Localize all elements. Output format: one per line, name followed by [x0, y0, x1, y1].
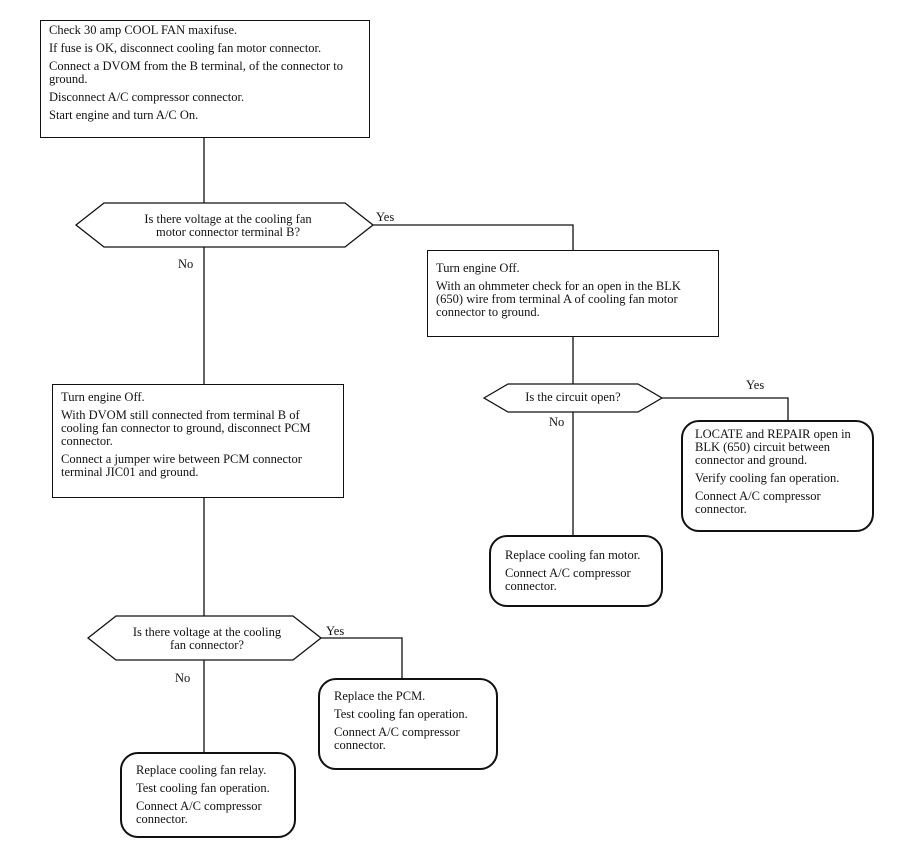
replace-pcm-terminal: Replace the PCM. Test cooling fan operat…: [318, 678, 498, 770]
replace-pcm-line-1: Replace the PCM.: [334, 689, 426, 703]
replace-pcm-line-2: Test cooling fan operation.: [334, 707, 468, 721]
pcm-jumper-line-2: With DVOM still connected from terminal …: [61, 408, 311, 448]
d2-no-label: No: [549, 415, 565, 429]
pcm-jumper-line-3: Connect a jumper wire between PCM connec…: [61, 452, 302, 479]
start-line-3: Connect a DVOM from the B terminal, of t…: [49, 59, 344, 86]
connector-d3-yes: [321, 637, 403, 678]
decision-2-text: Is the circuit open?: [525, 390, 621, 404]
start-line-2: If fuse is OK, disconnect cooling fan mo…: [49, 41, 322, 55]
connector-d2-yes: [662, 397, 789, 420]
replace-pcm-line-3: Connect A/C compressor connector.: [334, 725, 460, 752]
replace-relay-line-1: Replace cooling fan relay.: [136, 763, 267, 777]
check-ground-line-1: Turn engine Off.: [436, 261, 520, 275]
repair-open-line-1: LOCATE and REPAIR open in BLK (650) circ…: [695, 427, 851, 467]
repair-open-line-3: Connect A/C compressor connector.: [695, 489, 821, 516]
d2-yes-label: Yes: [746, 378, 765, 392]
d1-no-label: No: [178, 257, 194, 271]
replace-motor-terminal: Replace cooling fan motor. Connect A/C c…: [489, 535, 663, 607]
replace-motor-line-1: Replace cooling fan motor.: [505, 548, 641, 562]
d3-yes-label: Yes: [326, 624, 345, 638]
repair-open-line-2: Verify cooling fan operation.: [695, 471, 840, 485]
start-check-box: Check 30 amp COOL FAN maxifuse. If fuse …: [40, 20, 370, 138]
d1-yes-label: Yes: [376, 210, 395, 224]
d3-no-label: No: [175, 671, 191, 685]
check-ground-box: Turn engine Off. With an ohmmeter check …: [427, 250, 719, 337]
replace-relay-line-2: Test cooling fan operation.: [136, 781, 270, 795]
decision-3-text: Is there voltage at the cooling fan conn…: [132, 625, 282, 652]
connector-d1-yes: [373, 224, 574, 250]
start-line-1: Check 30 amp COOL FAN maxifuse.: [49, 23, 238, 37]
check-ground-line-2: With an ohmmeter check for an open in th…: [436, 279, 681, 319]
pcm-jumper-line-1: Turn engine Off.: [61, 390, 145, 404]
decision-1-text: Is there voltage at the cooling fan moto…: [144, 212, 312, 239]
replace-relay-line-3: Connect A/C compressor connector.: [136, 799, 262, 826]
pcm-jumper-box: Turn engine Off. With DVOM still connect…: [52, 384, 344, 498]
start-line-4: Disconnect A/C compressor connector.: [49, 90, 245, 104]
replace-motor-line-2: Connect A/C compressor connector.: [505, 566, 631, 593]
replace-relay-terminal: Replace cooling fan relay. Test cooling …: [120, 752, 296, 838]
repair-open-terminal: LOCATE and REPAIR open in BLK (650) circ…: [681, 420, 874, 532]
start-line-5: Start engine and turn A/C On.: [49, 108, 199, 122]
